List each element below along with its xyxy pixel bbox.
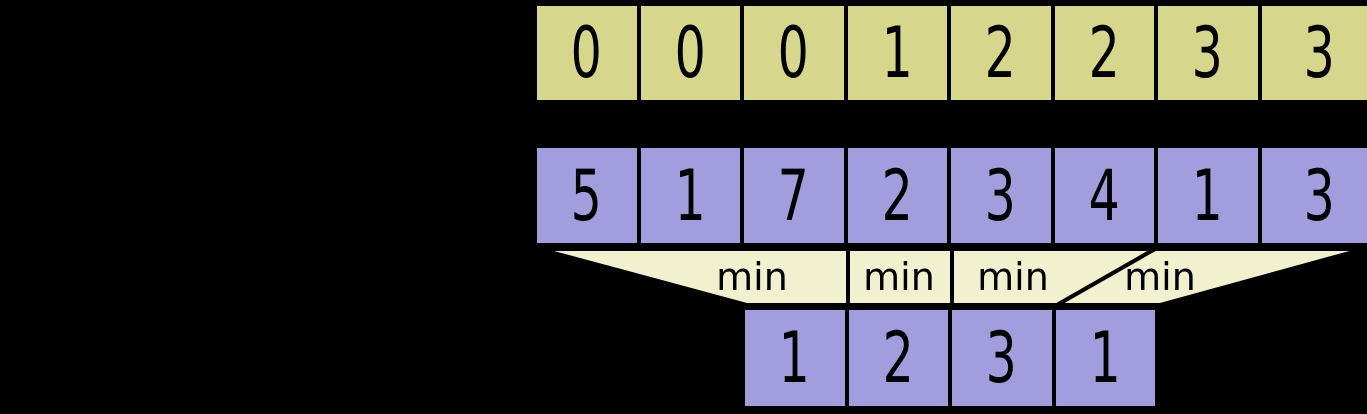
- block-index-value: 0: [778, 12, 810, 94]
- array-cell: 1: [1158, 148, 1258, 243]
- result-row: 1 2 3 1: [741, 306, 1159, 410]
- block-index-value: 3: [1303, 12, 1336, 94]
- array-value: 7: [778, 154, 810, 237]
- array-cell: 2: [847, 148, 947, 243]
- array-cell: 7: [744, 148, 844, 243]
- block-index-cell: 3: [1261, 6, 1367, 100]
- block-index-value: 2: [985, 12, 1017, 94]
- block-index-cell: 0: [537, 6, 637, 100]
- array-value: 1: [1192, 154, 1224, 237]
- block-index-cell: 0: [744, 6, 844, 100]
- block-index-cell: 2: [951, 6, 1051, 100]
- result-value: 2: [882, 317, 914, 399]
- array-cell: 5: [537, 148, 637, 243]
- array-cell: 1: [640, 148, 740, 243]
- array-cell: 3: [1261, 148, 1367, 243]
- block-index-value: 1: [881, 12, 913, 94]
- block-index-cell: 3: [1158, 6, 1258, 100]
- result-cell: 2: [848, 310, 948, 406]
- min-funnel-shape-4: [1049, 247, 1365, 307]
- min-operation-label: min: [863, 255, 935, 299]
- array-value: 2: [881, 154, 913, 237]
- array-value: 3: [985, 154, 1017, 237]
- result-value: 3: [986, 317, 1018, 399]
- block-index-value: 0: [674, 12, 706, 94]
- block-index-value: 0: [571, 12, 603, 94]
- block-index-value: 3: [1192, 12, 1224, 94]
- array-value: 5: [571, 154, 603, 237]
- array-cell: 4: [1054, 148, 1154, 243]
- result-cell: 1: [1055, 310, 1155, 406]
- min-operation-label: min: [977, 255, 1049, 299]
- result-cell: 3: [952, 310, 1052, 406]
- array-value: 4: [1088, 154, 1120, 237]
- min-operation-label: min: [716, 255, 788, 299]
- block-index-cell: 1: [847, 6, 947, 100]
- result-value: 1: [779, 317, 811, 399]
- block-index-cell: 0: [640, 6, 740, 100]
- array-value: 3: [1303, 154, 1336, 237]
- array-row: 5 1 7 2 3 4 1 3: [533, 144, 1367, 247]
- array-cell: 3: [951, 148, 1051, 243]
- block-index-cell: 2: [1054, 6, 1154, 100]
- block-index-value: 2: [1088, 12, 1120, 94]
- block-index-row: 0 0 0 1 2 2 3 3: [533, 2, 1367, 104]
- array-value: 1: [674, 154, 706, 237]
- result-value: 1: [1089, 317, 1121, 399]
- result-cell: 1: [745, 310, 845, 406]
- min-operation-label: min: [1124, 255, 1196, 299]
- min-funnel-shape-1: [538, 247, 850, 307]
